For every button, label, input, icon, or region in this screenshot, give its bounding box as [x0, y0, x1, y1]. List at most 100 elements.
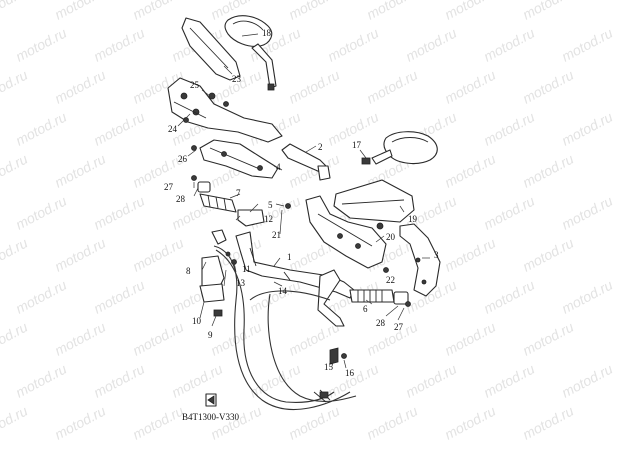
callout-23: 23 [232, 74, 242, 84]
watermark-text: motod.ru [364, 318, 420, 358]
watermark-text: motod.ru [52, 0, 108, 23]
watermark-text: motod.ru [481, 276, 537, 316]
callout-numbers: 1 2 3 4 5 6 7 8 9 10 11 12 13 14 15 16 1… [164, 28, 439, 378]
watermark-text: motod.ru [0, 318, 30, 358]
mirror-right [361, 131, 438, 165]
watermark-text: motod.ru [130, 0, 186, 23]
watermark-text: motod.ru [13, 192, 69, 232]
watermark-text: motod.ru [286, 66, 342, 106]
watermark-text: motod.ru [0, 402, 30, 442]
watermark-text: motod.ru [169, 360, 225, 400]
callout-27b: 27 [394, 322, 404, 332]
callout-11: 11 [242, 264, 251, 274]
callout-2: 2 [318, 142, 323, 152]
watermark-text: motod.ru [559, 192, 615, 232]
callout-18: 18 [262, 28, 272, 38]
watermark-text: motod.ru [520, 318, 576, 358]
callout-5: 5 [268, 200, 273, 210]
hand-guard-shell-left [181, 17, 241, 81]
watermark-text: motod.ru [52, 66, 108, 106]
watermark-text: motod.ru [0, 0, 30, 23]
watermark-text: motod.ru [364, 0, 420, 23]
watermark-text: motod.ru [91, 360, 147, 400]
callout-16: 16 [345, 368, 355, 378]
watermark-text: motod.ru [13, 276, 69, 316]
callout-20: 20 [386, 232, 396, 242]
callout-1: 1 [287, 252, 292, 262]
watermark-text: motod.ru [130, 318, 186, 358]
watermark-text: motod.ru [286, 0, 342, 23]
watermark-text: motod.ru [364, 402, 420, 442]
callout-19: 19 [408, 214, 418, 224]
watermark-text: motod.ru [13, 108, 69, 148]
watermark-text: motod.ru [0, 66, 30, 106]
watermark-text: motod.ru [520, 402, 576, 442]
callout-17: 17 [352, 140, 362, 150]
callout-27a: 27 [164, 182, 174, 192]
watermark-text: motod.ru [481, 360, 537, 400]
callout-7: 7 [236, 188, 241, 198]
watermark-text: motod.ru [91, 24, 147, 64]
guard-side-right [399, 223, 441, 297]
watermark-text: motod.ru [442, 318, 498, 358]
mirror-left [224, 15, 277, 91]
watermark-text: motod.ru [481, 24, 537, 64]
watermark-text: motod.ru [559, 276, 615, 316]
watermark-text: motod.ru [481, 192, 537, 232]
bar-end-left [191, 175, 211, 193]
watermark-text: motod.ru [0, 150, 30, 190]
leader-lines [177, 33, 430, 369]
callout-8: 8 [186, 266, 191, 276]
watermark-text: motod.ru [91, 108, 147, 148]
guard-bracket-right [305, 195, 387, 269]
watermark-text: motod.ru [0, 234, 30, 274]
watermark-text: motod.ru [442, 66, 498, 106]
watermark-text: motod.ru [442, 0, 498, 23]
watermark-text: motod.ru [208, 402, 264, 442]
watermark-text: motod.ru [325, 24, 381, 64]
bar-end-right [393, 291, 411, 307]
watermark-text: motod.ru [442, 402, 498, 442]
callout-26: 26 [178, 154, 188, 164]
callout-10: 10 [192, 316, 202, 326]
watermark-text: motod.ru [442, 234, 498, 274]
watermark-text: motod.ru [481, 108, 537, 148]
watermark-text: motod.ru [13, 360, 69, 400]
hand-guard-shell-right [333, 179, 415, 223]
watermark-text: motod.ru [52, 318, 108, 358]
watermark-text: motod.ru [91, 276, 147, 316]
cables [213, 245, 357, 411]
watermark-text: motod.ru [559, 108, 615, 148]
grip-left [199, 193, 237, 213]
callout-12: 12 [264, 214, 273, 224]
callout-25: 25 [190, 80, 200, 90]
callout-3: 3 [434, 250, 439, 260]
callout-22: 22 [386, 275, 395, 285]
watermark-text: motod.ru [442, 150, 498, 190]
lower-bracket-left [199, 139, 279, 179]
callout-24: 24 [168, 124, 178, 134]
watermark-text: motod.ru [520, 66, 576, 106]
callout-28b: 28 [376, 318, 386, 328]
watermark-text: motod.ru [286, 402, 342, 442]
watermark-text: motod.ru [52, 234, 108, 274]
callout-4: 4 [276, 162, 281, 172]
watermark-text: motod.ru [13, 24, 69, 64]
watermark-text: motod.ru [130, 234, 186, 274]
watermark-text: motod.ru [520, 0, 576, 23]
clutch-lever-assembly [199, 229, 227, 317]
callout-28a: 28 [176, 194, 186, 204]
handlebar-clamp [281, 143, 331, 181]
callout-6: 6 [363, 304, 368, 314]
watermark-text: motod.ru [325, 360, 381, 400]
watermark-text: motod.ru [403, 24, 459, 64]
watermark-text: motod.ru [520, 150, 576, 190]
callout-14: 14 [278, 286, 288, 296]
watermark-text: motod.ru [403, 360, 459, 400]
callout-15: 15 [324, 362, 334, 372]
watermark-text: motod.ru [520, 234, 576, 274]
grip-right [349, 289, 395, 303]
brake-lever-right [317, 269, 345, 327]
